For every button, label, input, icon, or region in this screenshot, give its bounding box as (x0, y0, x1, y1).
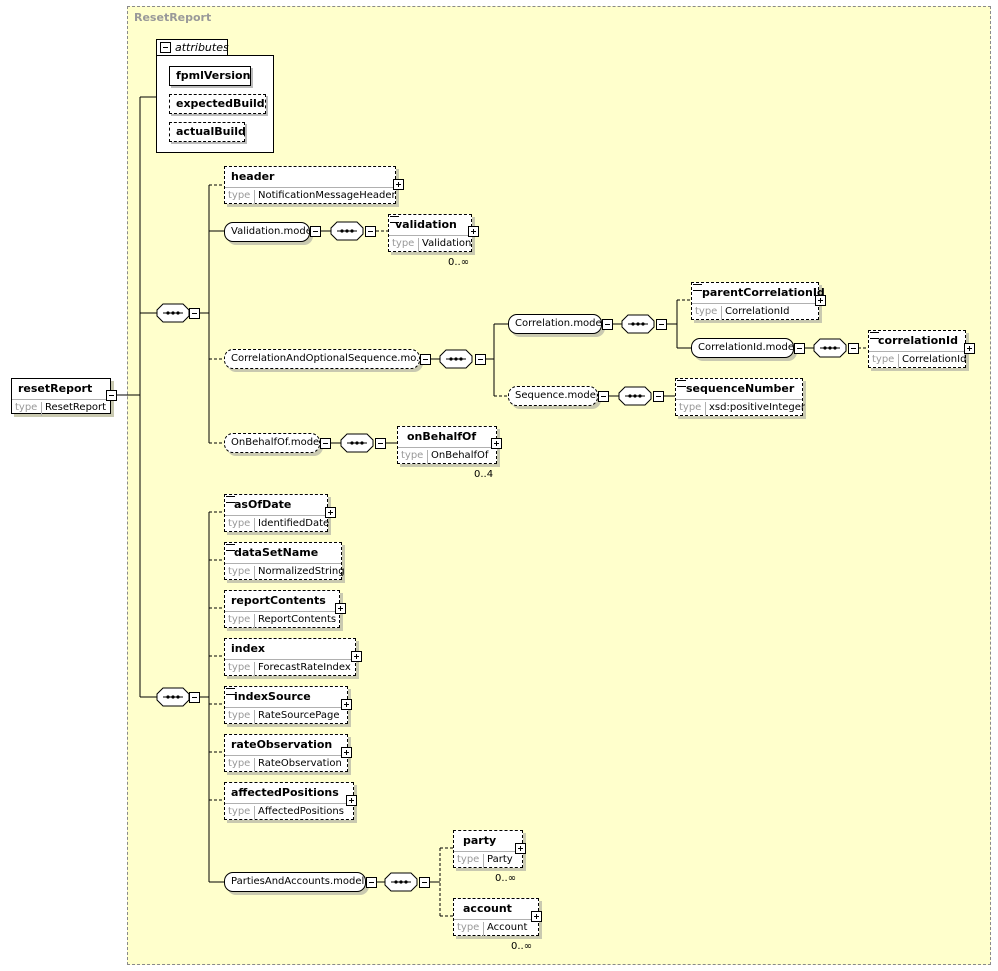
collapse-button[interactable] (366, 877, 377, 888)
documentation-icon (226, 688, 235, 695)
element-name: resetReport (18, 382, 93, 395)
collapse-button[interactable] (420, 354, 431, 365)
partiesandaccounts-model[interactable]: PartiesAndAccounts.model (224, 872, 366, 892)
collapse-button[interactable] (189, 692, 200, 703)
expand-button[interactable] (531, 911, 542, 922)
documentation-icon (677, 380, 686, 387)
expand-button[interactable] (964, 343, 975, 354)
element-type: ResetReport (41, 402, 106, 416)
validation-model[interactable]: Validation.model (224, 222, 310, 242)
collapse-button[interactable] (310, 226, 321, 237)
expand-button[interactable] (341, 747, 352, 758)
correlation-model[interactable]: Correlation.model (508, 314, 602, 334)
correlation-and-optional-sequence-model[interactable]: CorrelationAndOptionalSequence.mo... (224, 349, 420, 369)
correlationid-model[interactable]: CorrelationId.model (691, 338, 794, 358)
expand-button[interactable] (815, 295, 826, 306)
cardinality: 0..∞ (495, 873, 517, 884)
collapse-button[interactable] (365, 226, 376, 237)
collapse-button[interactable] (794, 343, 805, 354)
collapse-button[interactable] (656, 319, 667, 330)
cardinality: 0..∞ (511, 941, 533, 952)
documentation-icon (226, 496, 235, 503)
expand-button[interactable] (468, 226, 479, 237)
collapse-button[interactable] (475, 354, 486, 365)
attribute-expectedbuild[interactable]: expectedBuild (169, 94, 266, 114)
collapse-button[interactable] (375, 438, 386, 449)
expand-button[interactable] (335, 603, 346, 614)
documentation-icon (870, 332, 879, 339)
attribute-fpmlversion[interactable]: fpmlVersion (169, 66, 251, 86)
sequence-model[interactable]: Sequence.model (508, 386, 598, 406)
expand-button[interactable] (393, 179, 404, 190)
documentation-icon (390, 216, 399, 223)
collapse-button[interactable] (160, 42, 171, 53)
collapse-button[interactable] (848, 343, 859, 354)
collapse-button[interactable] (419, 877, 430, 888)
collapse-button[interactable] (598, 391, 609, 402)
expand-button[interactable] (341, 699, 352, 710)
expand-button[interactable] (515, 843, 526, 854)
collapse-button[interactable] (320, 438, 331, 449)
expand-button[interactable] (491, 438, 502, 449)
documentation-icon (693, 284, 702, 291)
expand-button[interactable] (325, 507, 336, 518)
attributes-tab[interactable]: attributes (156, 39, 229, 56)
collapse-button[interactable] (653, 391, 664, 402)
attribute-actualbuild[interactable]: actualBuild (169, 122, 246, 142)
onbehalfof-model[interactable]: OnBehalfOf.model (224, 433, 320, 453)
collapse-button[interactable] (106, 390, 117, 401)
collapse-button[interactable] (189, 308, 200, 319)
collapse-button[interactable] (602, 319, 613, 330)
expand-button[interactable] (346, 795, 357, 806)
diagram-title: ResetReport (134, 11, 212, 24)
expand-button[interactable] (351, 651, 362, 662)
cardinality: 0..4 (474, 469, 494, 480)
documentation-icon (226, 544, 235, 551)
cardinality: 0..∞ (448, 257, 470, 268)
